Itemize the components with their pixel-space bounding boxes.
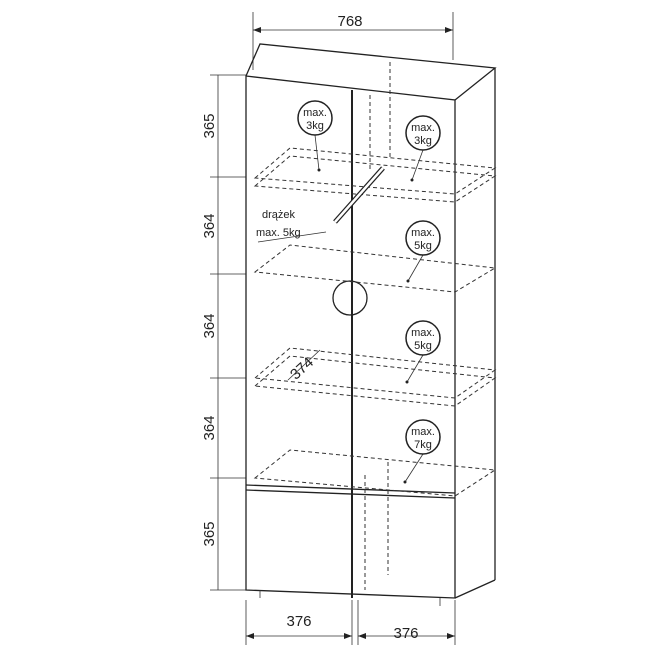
door-width-right: 376 <box>393 625 418 642</box>
door-width-dimensions: 376 376 <box>245 600 456 645</box>
load-label-1: max. 3kg <box>297 100 333 172</box>
load-label-3: max. 5kg <box>405 220 441 283</box>
svg-text:max.: max. <box>411 122 435 134</box>
cabinet-body <box>245 43 497 606</box>
svg-text:7kg: 7kg <box>414 439 432 451</box>
svg-text:3kg: 3kg <box>414 135 432 147</box>
depth-dimension: 374 <box>287 349 321 383</box>
svg-text:max.: max. <box>303 107 327 119</box>
rod-label-line1: drążek <box>262 209 296 221</box>
rod-label-line2: max. 5kg <box>256 227 301 239</box>
load-label-5: max. 7kg <box>403 419 441 484</box>
height-label-5: 365 <box>201 521 218 546</box>
width-label: 768 <box>337 13 362 30</box>
door-width-left: 376 <box>286 613 311 630</box>
depth-label: 374 <box>287 354 317 383</box>
load-label-4: max. 5kg <box>405 320 441 384</box>
svg-text:max.: max. <box>411 227 435 239</box>
hanging-rod: drążek max. 5kg <box>256 166 385 243</box>
svg-text:max.: max. <box>411 426 435 438</box>
height-label-4: 364 <box>201 415 218 440</box>
load-label-2: max. 3kg <box>405 115 441 182</box>
shelves <box>253 62 497 590</box>
height-label-3: 364 <box>201 313 218 338</box>
svg-text:5kg: 5kg <box>414 240 432 252</box>
height-label-2: 364 <box>201 213 218 238</box>
svg-text:3kg: 3kg <box>306 120 324 132</box>
svg-text:max.: max. <box>411 327 435 339</box>
svg-text:5kg: 5kg <box>414 340 432 352</box>
height-label-1: 365 <box>201 113 218 138</box>
height-dimensions: 365 364 364 364 365 <box>201 74 246 591</box>
handle-circle <box>332 280 368 316</box>
